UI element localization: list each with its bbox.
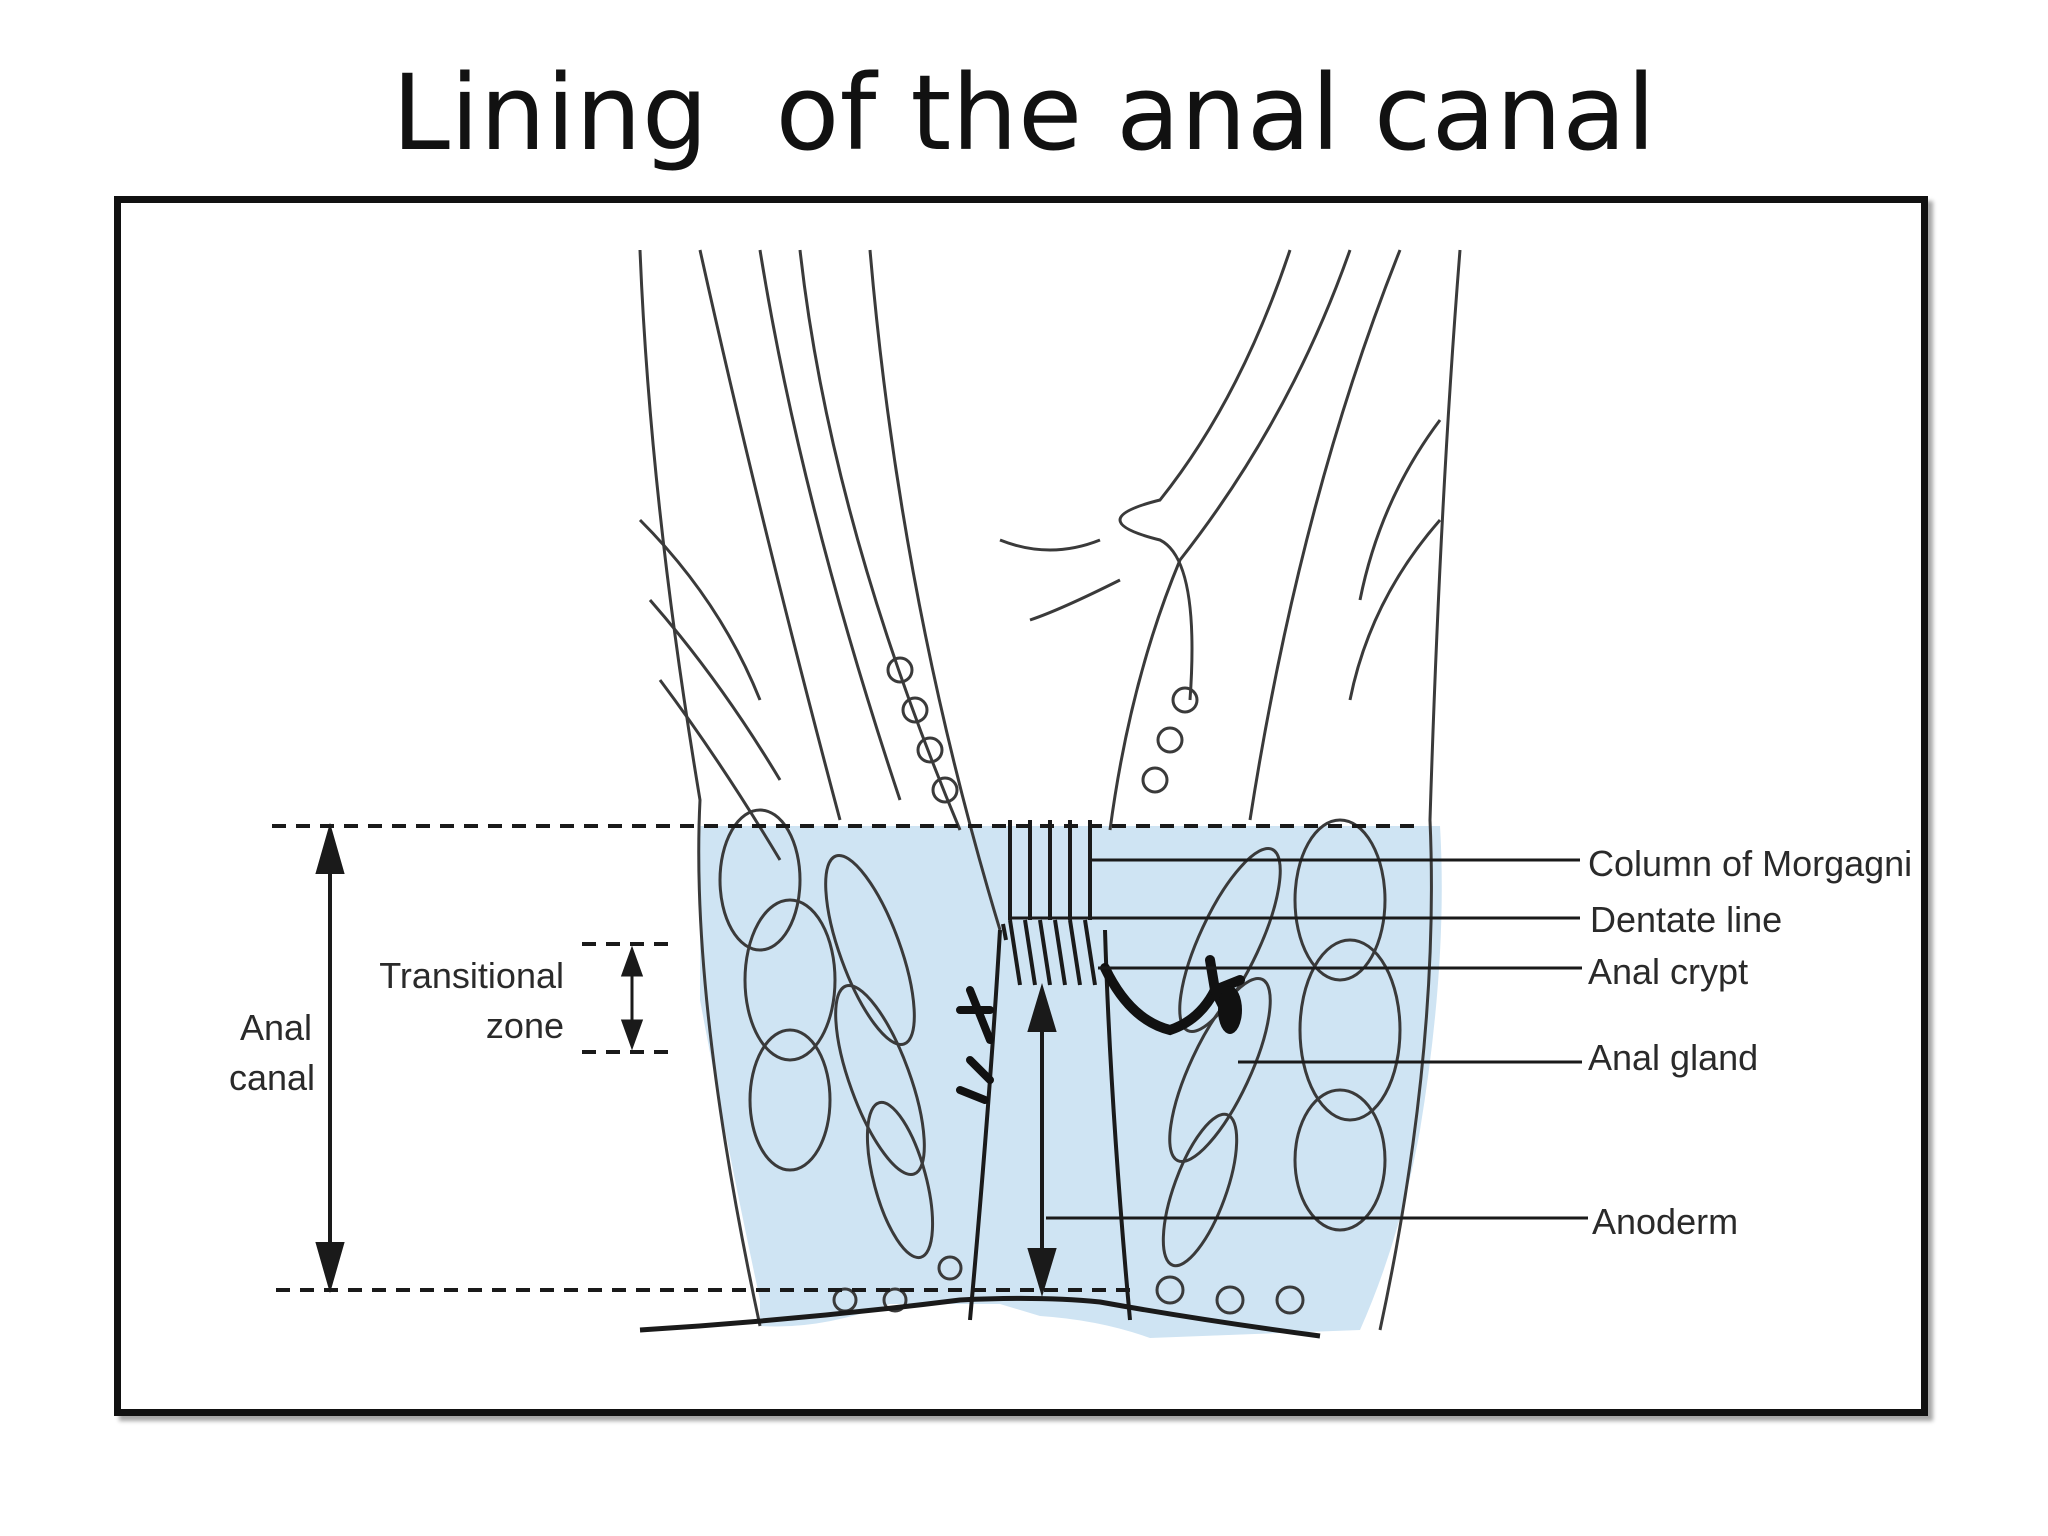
slide-title: Lining of the anal canal — [391, 52, 1656, 174]
right-wall-musculature — [999, 249, 1462, 1331]
label-anal-crypt: Anal crypt — [1588, 951, 1748, 992]
label-anal-canal-2: canal — [229, 1057, 315, 1098]
anal-gland-shape — [956, 955, 1245, 1104]
anal-canal-boundaries — [272, 824, 1420, 1292]
label-column-of-morgagni: Column of Morgagni — [1588, 843, 1912, 884]
anoderm-arrow — [1027, 983, 1057, 1297]
label-dentate-line: Dentate line — [1590, 899, 1782, 940]
anal-canal-arrow — [315, 822, 345, 1294]
label-anal-gland: Anal gland — [1588, 1037, 1758, 1078]
leader-lines — [1008, 858, 1588, 1220]
label-anoderm: Anoderm — [1592, 1201, 1738, 1242]
transitional-zone-arrow — [620, 945, 644, 1051]
label-anal-canal-1: Anal — [240, 1007, 312, 1048]
left-wall-musculature — [638, 249, 1002, 1327]
label-transitional-zone-1: Transitional — [379, 955, 564, 996]
label-transitional-zone-2: zone — [486, 1005, 564, 1046]
